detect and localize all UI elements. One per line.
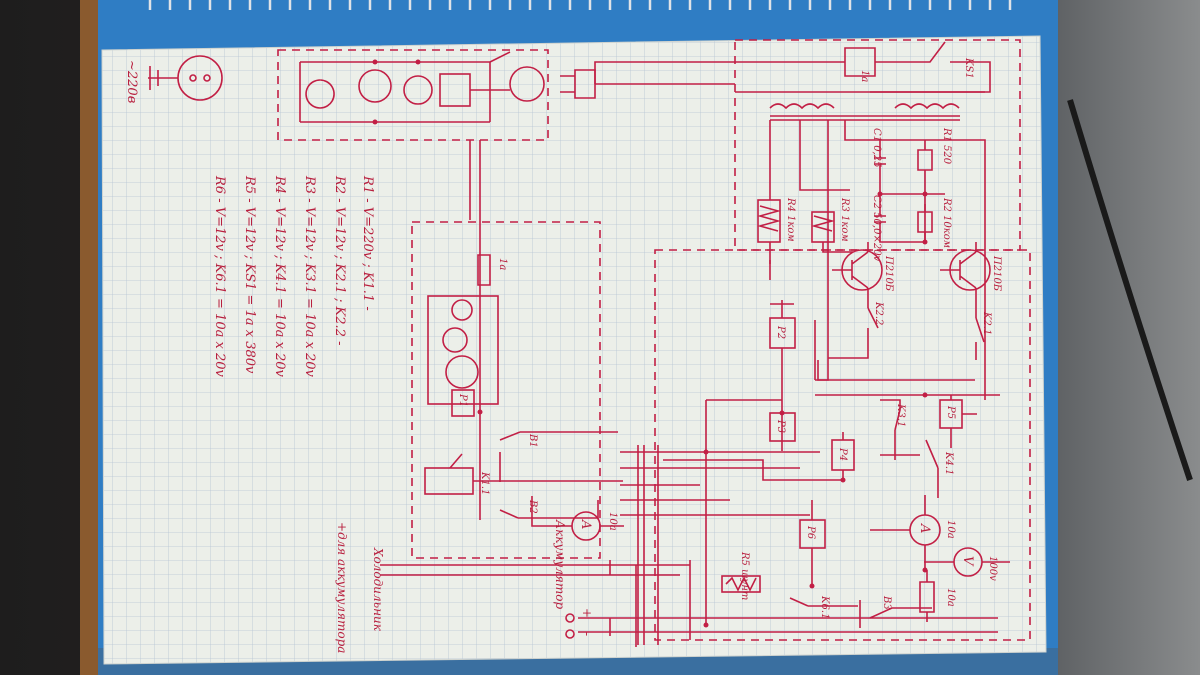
ammeter-right-range: 10а <box>945 520 956 539</box>
shunt-label: R5 шунт <box>739 551 750 600</box>
legend-line-2: R2 - V=12v ; K2.1 ; K2.2 - <box>332 175 347 345</box>
labels: ~220в R1 - V=220v ; K1.1 - R2 - V=12v ; … <box>124 57 1002 653</box>
schematic-wires <box>148 39 1031 647</box>
legend-line-3: R3 - V=12v ; K3.1 = 10a x 20v <box>302 175 317 378</box>
battery-label: Аккумулятор <box>553 519 567 609</box>
spiral-binding <box>148 0 1012 10</box>
b2-label: B2 <box>527 499 538 514</box>
p1-label: Р1 <box>457 393 468 407</box>
mains-label: ~220в <box>124 60 139 103</box>
legend-block: R1 - V=220v ; K1.1 - R2 - V=12v ; K2.1 ;… <box>212 175 375 378</box>
desk-right <box>1040 0 1200 675</box>
fuse-left-label: 1а <box>497 258 508 270</box>
k11-label: K1.1 <box>479 471 490 495</box>
r1-label: R1 520 <box>941 127 952 165</box>
ammeter-left-range: 10а <box>607 512 618 531</box>
legend-line-5: R5 - V=12v ; KS1 = 1a x 380v <box>242 175 257 374</box>
transistor-1-label: П210Б <box>883 255 894 292</box>
k21-label: K2.1 <box>981 311 992 335</box>
terminal-minus: - <box>580 632 594 636</box>
cable <box>1067 99 1193 481</box>
p6-label: Р6 <box>805 525 816 540</box>
b1-label: B1 <box>527 433 538 448</box>
c2-label: C2 50,0×20v <box>871 195 882 262</box>
fridge-label: Холодильник <box>371 547 385 632</box>
b3-label: B3 <box>881 595 892 610</box>
ammeter-left-symbol: A <box>578 519 593 529</box>
fuse-right-label: 10а <box>945 588 956 607</box>
legend-line-6: R6 - V=12v ; K6.1 = 10a x 20v <box>212 175 227 378</box>
p2-label: Р2 <box>775 325 786 339</box>
k61-label: K6.1 <box>819 595 830 619</box>
ks1-label: KS1 <box>963 57 974 79</box>
r2-label: R2 10ком <box>941 197 952 248</box>
fuse-top-label: 1а <box>859 70 870 82</box>
k31-label: K3.1 <box>895 403 906 427</box>
k41-label: K4.1 <box>943 451 954 475</box>
p3-label: Р3 <box>775 419 786 433</box>
k22-label: K2.2 <box>873 301 884 325</box>
c1-label: C1 0,25 <box>871 128 882 167</box>
paper-page <box>101 35 1047 665</box>
ammeter-right-symbol: A <box>917 523 932 533</box>
legend-line-1: R1 - V=220v ; K1.1 - <box>360 175 375 311</box>
schematic-junctions <box>372 59 928 628</box>
legend-line-4: R4 - V=12v ; K4.1 = 10a x 20v <box>272 175 287 378</box>
r4-label: R4 1ком <box>785 197 796 242</box>
battery-plus-label: +для аккумулятора <box>335 522 349 653</box>
p4-label: Р4 <box>837 447 848 461</box>
terminal-plus: + <box>580 608 594 618</box>
p5-label: Р5 <box>945 405 956 419</box>
r3-label: R3 1ком <box>839 197 850 242</box>
voltmeter-range: 100v <box>987 556 998 581</box>
transistor-2-label: П210Б <box>991 255 1002 292</box>
voltmeter-symbol: V <box>960 556 975 567</box>
